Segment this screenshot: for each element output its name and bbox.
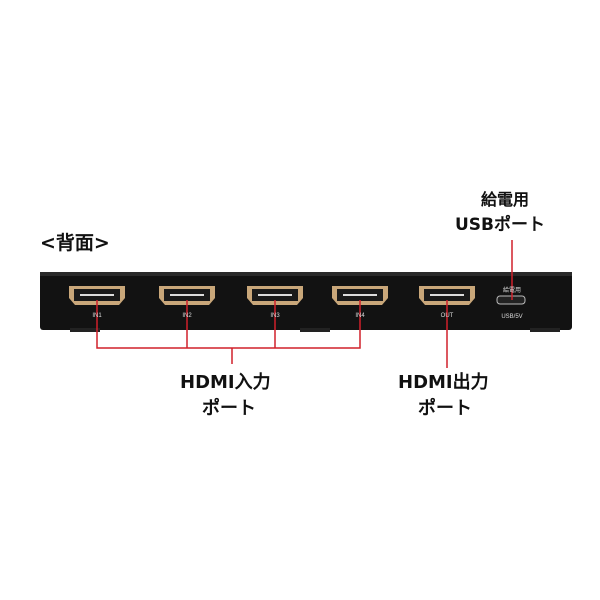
hdmi-in-callout-line2: ポート	[202, 398, 256, 419]
hdmi-port-pins	[258, 294, 292, 296]
port-label: IN1	[92, 313, 102, 319]
port-label: IN4	[355, 313, 365, 319]
hdmi-port-pins	[430, 294, 464, 296]
hdmi-out-callout-line2: ポート	[418, 398, 472, 419]
hdmi-in-callout-line	[96, 300, 361, 349]
usb-top-label: 給電用	[502, 288, 522, 294]
hdmi-in-callout-line1: HDMI入力	[180, 372, 271, 393]
hdmi-out-callout-line1: HDMI出力	[398, 372, 489, 393]
usb-port-label: USB/5V	[501, 314, 523, 320]
hdmi-port-pins	[343, 294, 377, 296]
micro-usb-port	[496, 295, 526, 305]
port-label: IN3	[270, 313, 280, 319]
usb-port-callout-line2: USBポート	[455, 215, 546, 235]
section-heading: <背面>	[40, 232, 110, 254]
usb-port-callout-line1: 給電用	[481, 190, 530, 209]
port-label: IN2	[182, 313, 192, 319]
port-label: OUT	[440, 313, 454, 319]
callout-lines	[96, 240, 513, 368]
hdmi-port-pins	[170, 294, 204, 296]
hdmi-port-pins	[80, 294, 114, 296]
